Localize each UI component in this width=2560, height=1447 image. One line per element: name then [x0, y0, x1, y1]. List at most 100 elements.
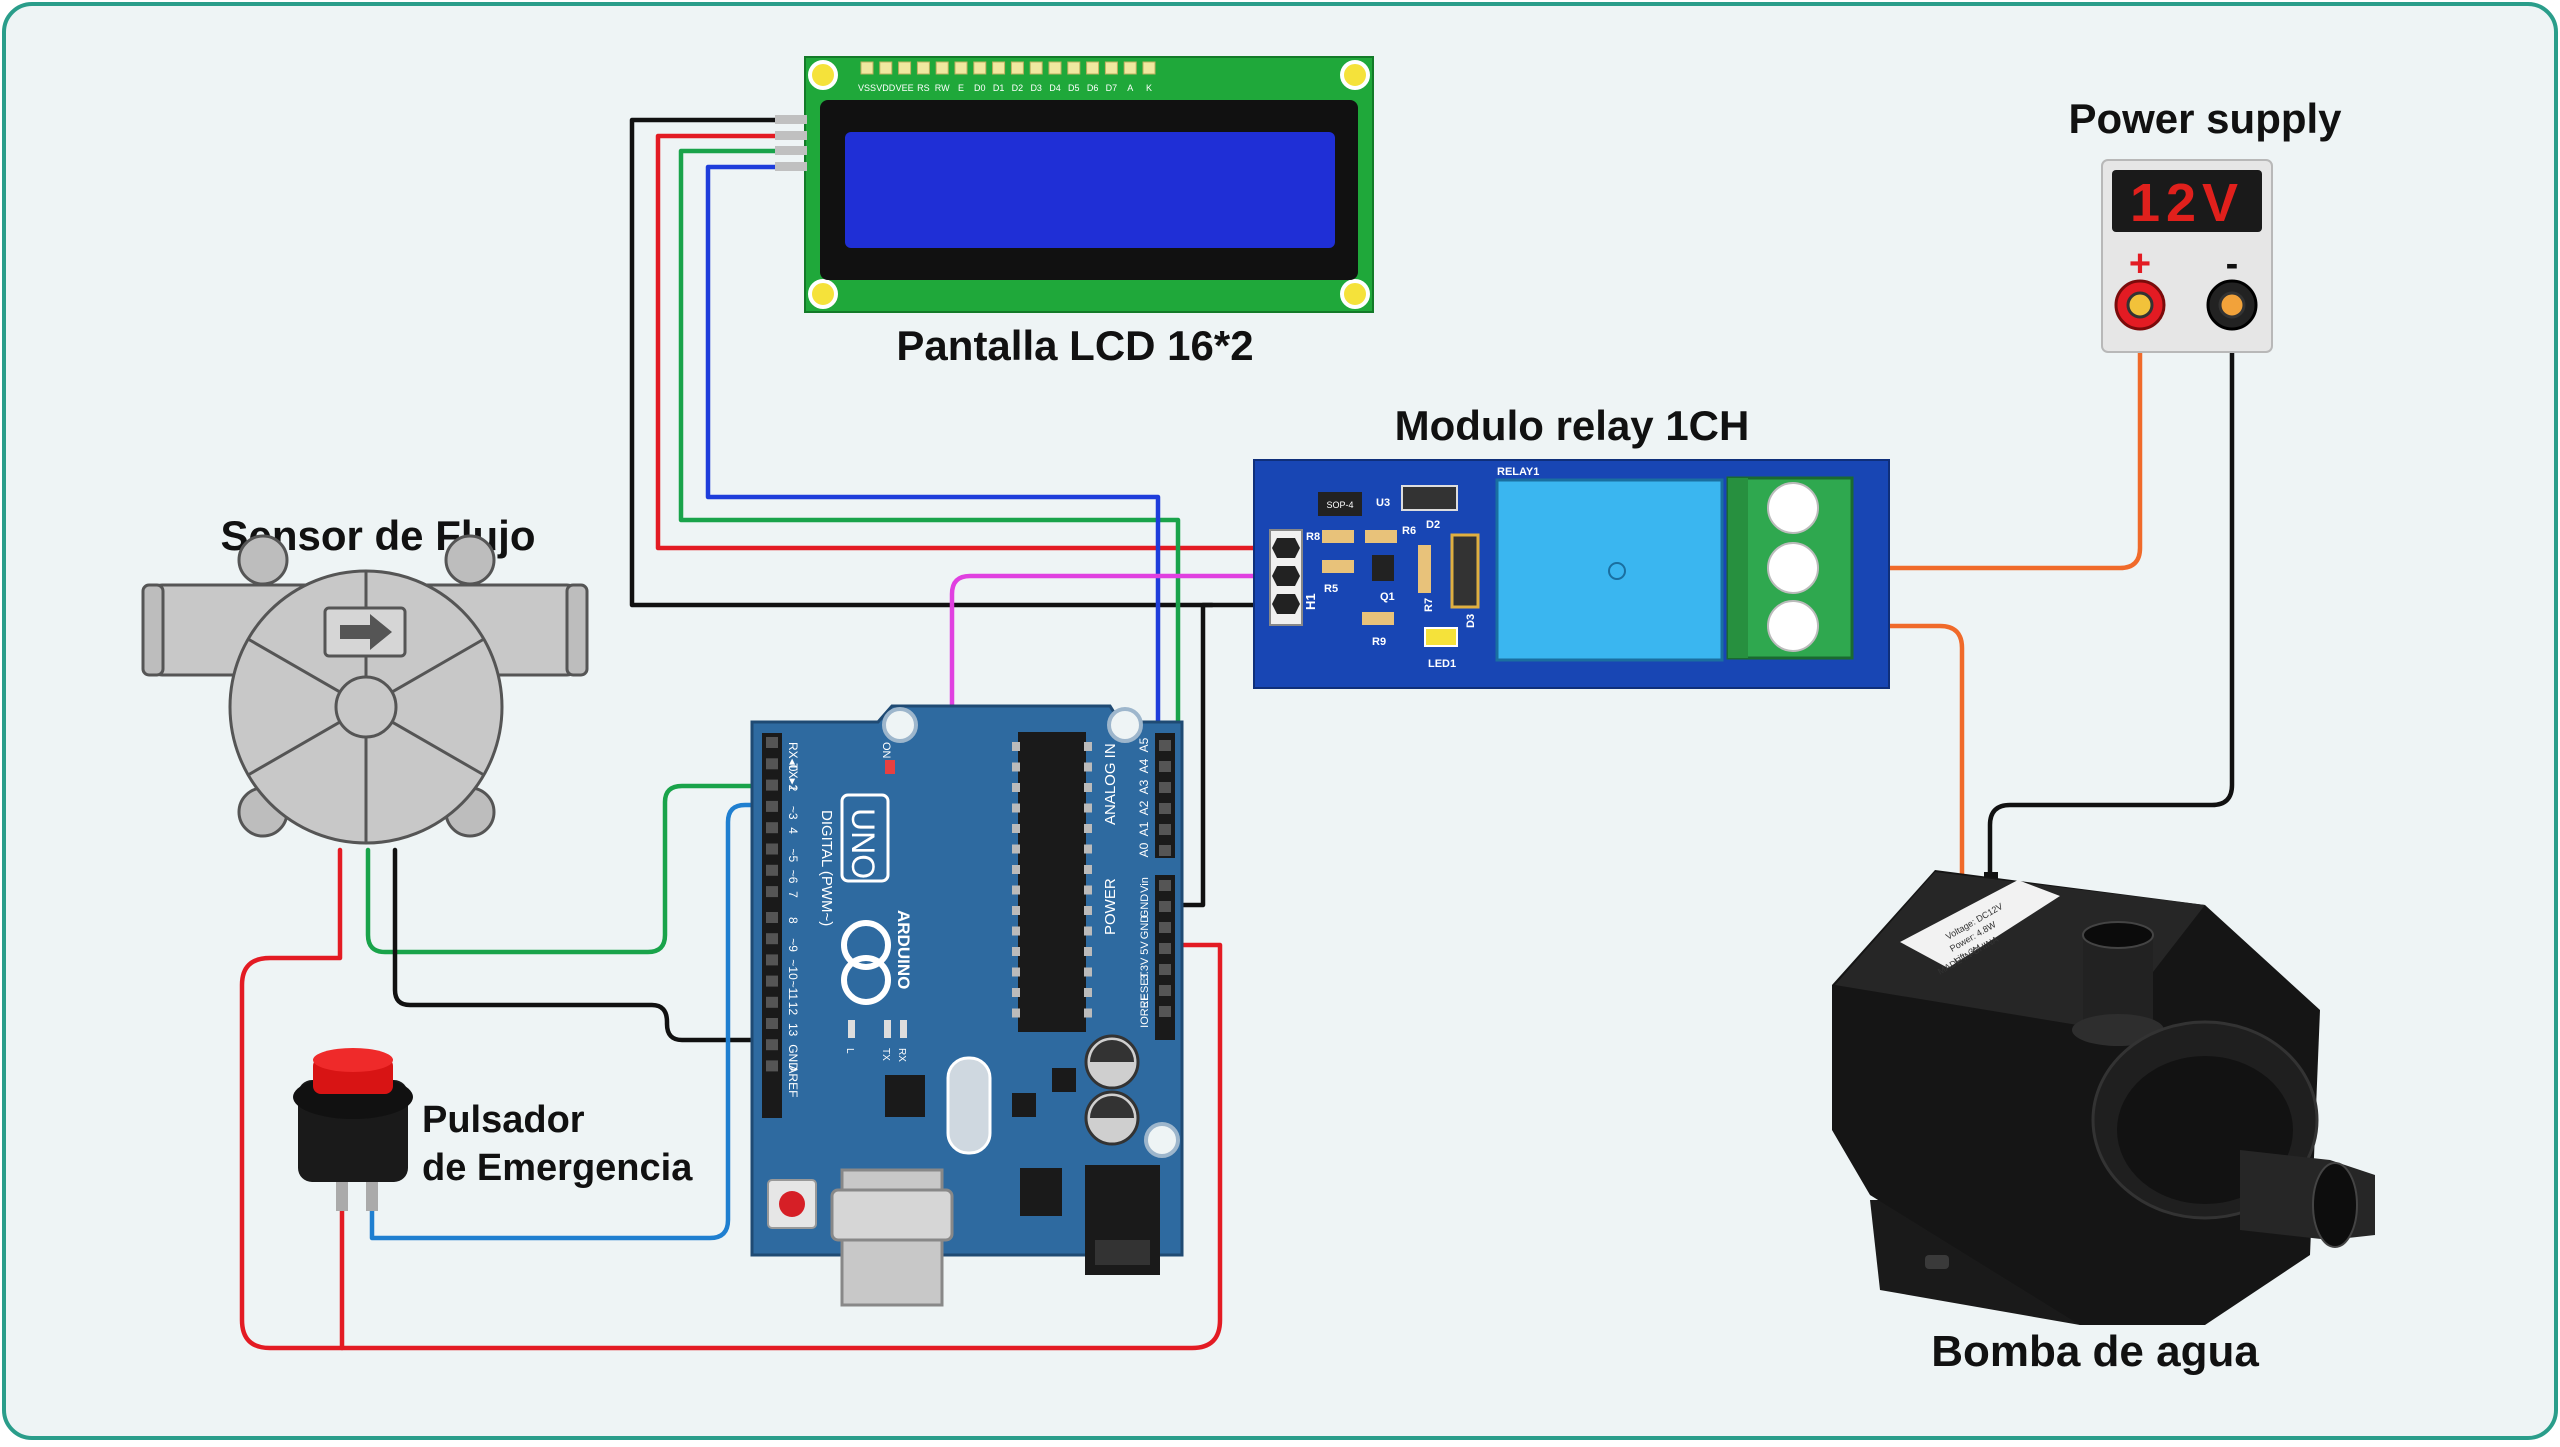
power-header — [1155, 875, 1175, 1040]
power-minus-sign: - — [2226, 243, 2239, 285]
relay-part-label: R6 — [1402, 525, 1416, 537]
lcd-pin-label: RS — [917, 83, 930, 93]
relay-part-label: LED1 — [1428, 658, 1456, 670]
lcd-mount-hole — [808, 279, 838, 309]
chip-pin — [1012, 906, 1020, 915]
relay-resistor — [1418, 545, 1431, 593]
relay-transistor — [1372, 555, 1394, 581]
relay-header-pin — [1272, 538, 1300, 558]
arduino-brand: ARDUINO — [894, 910, 913, 989]
reset-button-cap[interactable] — [779, 1191, 805, 1217]
digital-pin-label: ~3 — [786, 806, 800, 820]
digital-pin-hole[interactable] — [766, 800, 778, 812]
digital-pin-hole[interactable] — [766, 843, 778, 855]
digital-label: DIGITAL (PWM~) — [818, 810, 835, 926]
wire-lcd-gnd — [629, 117, 1293, 608]
lcd-pin-label: E — [958, 83, 964, 93]
analog-pin-hole[interactable] — [1159, 782, 1171, 793]
lcd-header-pins — [860, 61, 1156, 75]
digital-pin-hole[interactable] — [766, 1060, 778, 1072]
usb-port-front — [830, 1188, 954, 1242]
analog-pin-hole[interactable] — [1159, 824, 1171, 835]
analog-label: ANALOG IN — [1102, 743, 1119, 825]
chip-pin — [1084, 844, 1092, 854]
pump-sticker — [1900, 880, 2060, 968]
lcd-header-pin — [1067, 61, 1081, 75]
lcd-header-pin — [879, 61, 893, 75]
lcd-i2c-pin — [775, 162, 807, 171]
voltage-regulator — [1020, 1168, 1062, 1216]
power-pin-hole[interactable] — [1159, 1006, 1171, 1017]
relay-part-label: D2 — [1426, 519, 1440, 531]
led-label-l: L — [844, 1048, 855, 1054]
atmega-chip — [1018, 732, 1086, 1032]
relay-terminal-divider — [1728, 478, 1748, 658]
analog-pin-hole[interactable] — [1159, 740, 1171, 751]
digital-pin-hole[interactable] — [766, 886, 778, 898]
lcd-pin-label: RW — [935, 83, 950, 93]
power-pin-hole[interactable] — [1159, 880, 1171, 891]
chip-pin — [1084, 988, 1092, 997]
relay-header-pin — [1272, 566, 1300, 586]
digital-pin-hole[interactable] — [766, 758, 778, 770]
power-pin-hole[interactable] — [1159, 964, 1171, 975]
digital-pin-label: ~9 — [786, 938, 800, 952]
crystal — [946, 1056, 992, 1155]
analog-pin-hole[interactable] — [1159, 761, 1171, 772]
ic-tiny — [1012, 1093, 1036, 1117]
power-pin-hole[interactable] — [1159, 922, 1171, 933]
chip-pin — [1084, 865, 1092, 874]
digital-pin-hole[interactable] — [766, 1039, 778, 1051]
sensor-lug — [237, 534, 289, 586]
digital-pin-hole[interactable] — [766, 996, 778, 1008]
relay-part-label: SOP-4 — [1326, 500, 1353, 510]
relay-part-label: R7 — [1423, 598, 1435, 612]
digital-pin-hole[interactable] — [766, 975, 778, 987]
flow-sensor — [141, 534, 589, 845]
digital-pin-hole[interactable] — [766, 1018, 778, 1029]
arduino-mount-hole — [1107, 707, 1143, 743]
digital-pin-hole[interactable] — [766, 912, 778, 923]
power-pin-hole[interactable] — [1159, 901, 1171, 912]
digital-pin-hole[interactable] — [766, 737, 778, 748]
power-supply: 12V + - — [2101, 159, 2273, 353]
sensor-pipe-end — [141, 583, 165, 677]
digital-pin-hole[interactable] — [766, 864, 778, 876]
button-label-line1: Pulsador — [422, 1099, 585, 1141]
relay-diode — [1401, 485, 1458, 511]
chip-pin — [1012, 824, 1020, 833]
analog-pin-label: A5 — [1137, 737, 1151, 752]
lcd-header-pin — [1048, 61, 1062, 75]
on-label: ON — [880, 742, 892, 759]
analog-pin-hole[interactable] — [1159, 845, 1171, 856]
button-leg — [336, 1175, 348, 1211]
relay-optocoupler — [1318, 492, 1362, 516]
pump-side-outlet-end — [2312, 1162, 2358, 1248]
arduino-mount-hole — [1144, 1122, 1180, 1158]
chip-pin — [1012, 947, 1020, 956]
lcd-header-pin — [1104, 61, 1118, 75]
digital-pin-label: 13 — [786, 1023, 800, 1037]
digital-pin-hole[interactable] — [766, 954, 778, 966]
lcd-pin-label: D5 — [1068, 83, 1080, 93]
pump-outlet-top — [2082, 921, 2154, 949]
chip-pin — [1012, 926, 1020, 936]
digital-pin-hole[interactable] — [766, 933, 778, 945]
wire-relay-gnd — [1162, 602, 1215, 908]
analog-pin-hole[interactable] — [1159, 803, 1171, 814]
digital-pin-hole[interactable] — [766, 822, 778, 834]
pump-mount-slot — [1925, 1255, 1949, 1269]
lcd-label: Pantalla LCD 16*2 — [896, 322, 1253, 369]
digital-pin-hole[interactable] — [766, 779, 778, 791]
digital-pin-label: ~11 — [786, 981, 800, 1001]
relay-terminal-screw — [1767, 482, 1819, 534]
capacitor-mark — [1090, 1040, 1134, 1062]
power-pin-hole[interactable] — [1159, 985, 1171, 996]
chip-pin — [1012, 988, 1020, 997]
digital-pin-label: ~10 — [786, 959, 800, 980]
power-pin-hole[interactable] — [1159, 943, 1171, 954]
